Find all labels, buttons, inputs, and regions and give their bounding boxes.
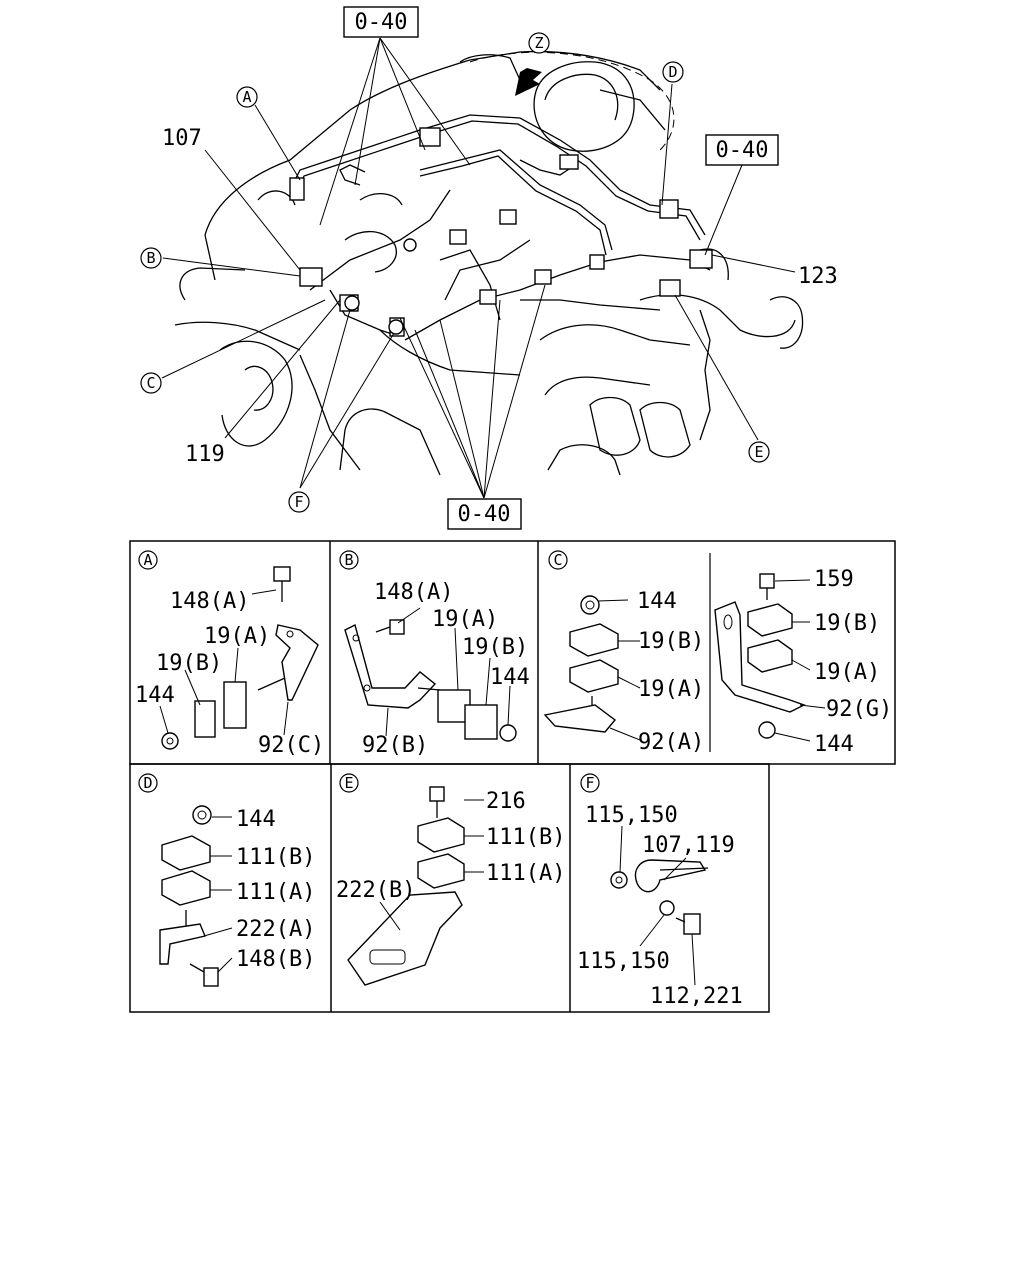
svg-text:F: F [294, 493, 303, 511]
ref-box-bottom: 0-40 [447, 498, 522, 530]
panel-tag: E [344, 774, 353, 792]
ref-label: 0-40 [355, 10, 408, 35]
label-144: 144 [490, 665, 530, 690]
label-19a: 19(A) [432, 607, 498, 632]
panel-tag: C [553, 551, 562, 569]
panel-e: E 216 111(B) 111(A) 222(B) [336, 773, 565, 986]
label-144: 144 [814, 732, 854, 757]
panel-f: F 115,150 107,119 115,150 112,221 [577, 773, 743, 1009]
callout-c: C [140, 372, 162, 394]
callout-a: A [236, 86, 258, 108]
label-19a: 19(A) [814, 660, 880, 685]
label-19b: 19(B) [638, 629, 704, 654]
label-111a: 111(A) [236, 880, 315, 905]
callout-b: B [140, 247, 162, 269]
ref-box-top: 0-40 [343, 6, 419, 38]
ref-box-right: 0-40 [705, 134, 779, 166]
label-148b: 148(B) [236, 947, 315, 972]
panel-c: C 144 19(B) 19(A) 92(A) 159 19(B) 19(A) … [543, 550, 892, 757]
label-19a: 19(A) [204, 624, 270, 649]
part-number-119: 119 [185, 442, 225, 467]
detail-grid [129, 540, 896, 1013]
panel-d: D 144 111(B) 111(A) 222(A) 148(B) [138, 773, 315, 987]
label-159: 159 [814, 567, 854, 592]
label-111b: 111(B) [486, 825, 565, 850]
label-144: 144 [236, 807, 276, 832]
callout-e: E [748, 441, 770, 463]
panel-tag: A [143, 551, 152, 569]
engine-illustration [174, 50, 804, 476]
label-92g: 92(G) [826, 697, 892, 722]
panel-tag: D [143, 774, 152, 792]
label-148a: 148(A) [374, 580, 453, 605]
panel-tag: F [585, 774, 594, 792]
panel-b: B 148(A) 19(A) 19(B) 144 92(B) [339, 550, 530, 758]
label-19a: 19(A) [638, 677, 704, 702]
panel-a: A 148(A) 19(A) 19(B) 144 92(C) [135, 550, 324, 758]
ref-label: 0-40 [458, 502, 511, 527]
label-107-119: 107,119 [642, 833, 735, 858]
panel-tag: B [344, 551, 353, 569]
label-92b: 92(B) [362, 733, 428, 758]
label-92c: 92(C) [258, 733, 324, 758]
label-19b: 19(B) [156, 651, 222, 676]
svg-text:E: E [754, 443, 763, 461]
label-111b: 111(B) [236, 845, 315, 870]
ref-label: 0-40 [716, 138, 769, 163]
label-111a: 111(A) [486, 861, 565, 886]
label-115-150: 115,150 [585, 803, 678, 828]
callout-f: F [288, 491, 310, 513]
label-144: 144 [135, 683, 175, 708]
label-92a: 92(A) [638, 730, 704, 755]
part-number-107: 107 [162, 126, 202, 151]
svg-text:B: B [146, 249, 155, 267]
label-19b: 19(B) [462, 635, 528, 660]
svg-text:D: D [668, 63, 677, 81]
label-115-150: 115,150 [577, 949, 670, 974]
label-222a: 222(A) [236, 917, 315, 942]
svg-text:Z: Z [534, 34, 543, 52]
label-112-221: 112,221 [650, 984, 743, 1009]
callout-z: Z [528, 32, 550, 54]
top-leaders [161, 37, 796, 499]
label-222b: 222(B) [336, 878, 415, 903]
part-number-123: 123 [798, 264, 838, 289]
label-148a: 148(A) [170, 589, 249, 614]
label-144: 144 [637, 589, 677, 614]
svg-text:A: A [242, 88, 251, 106]
label-216: 216 [486, 789, 526, 814]
label-19b: 19(B) [814, 611, 880, 636]
svg-text:C: C [146, 374, 155, 392]
callout-d: D [662, 61, 684, 83]
